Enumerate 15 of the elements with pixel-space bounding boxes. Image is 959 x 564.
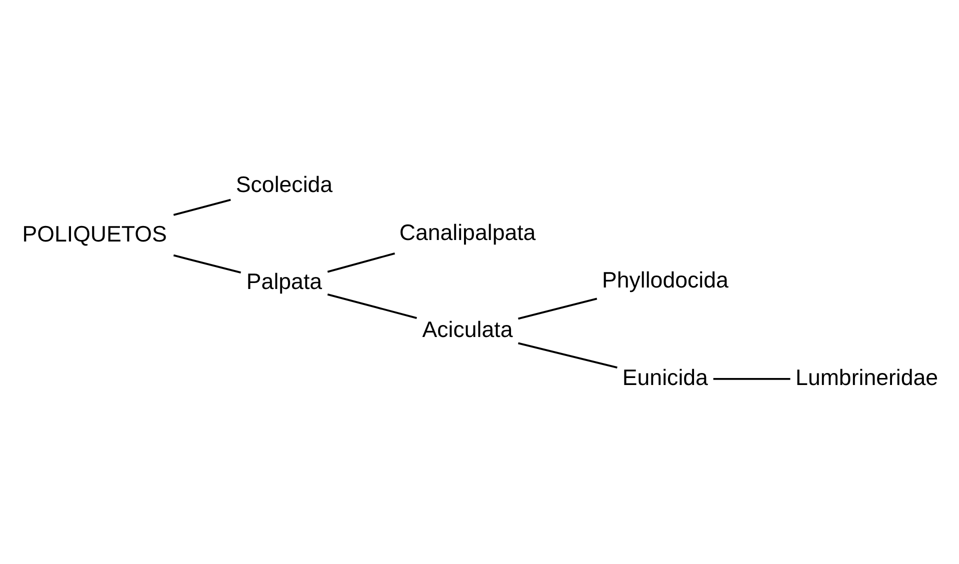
connector — [713, 377, 790, 380]
connector — [327, 252, 396, 272]
connector — [173, 198, 231, 216]
node-text: Eunicida — [622, 364, 708, 390]
connector — [518, 342, 618, 368]
node-text: Palpata — [246, 268, 322, 294]
node-text: Canalipalpata — [399, 219, 536, 244]
node-text: Aciculata — [422, 316, 513, 342]
node-text: Scolecida — [236, 171, 333, 196]
connector — [327, 292, 417, 318]
node-text: POLIQUETOS — [22, 220, 167, 246]
connector — [173, 254, 242, 273]
node-text: Phyllodocida — [602, 267, 728, 292]
connector — [518, 297, 598, 320]
node-text: Lumbrineridae — [796, 364, 938, 390]
